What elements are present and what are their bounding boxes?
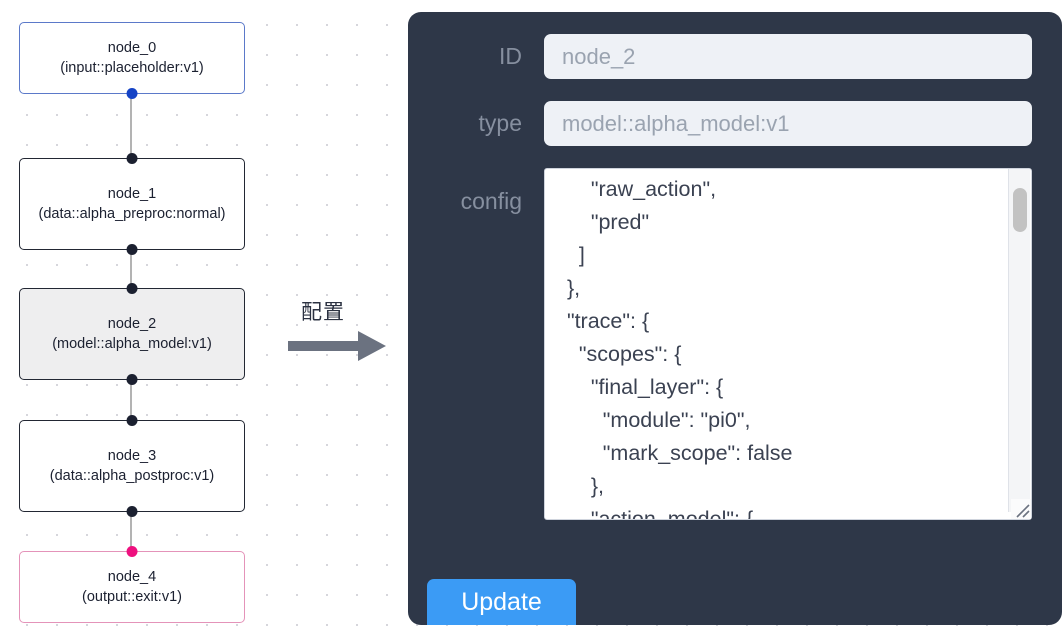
- field-row-config: config "raw_action", "pred" ] }, "trace"…: [408, 168, 1062, 520]
- node-handle-source[interactable]: [126, 506, 138, 517]
- node-title: node_1: [107, 186, 157, 202]
- graph-node-node_3[interactable]: node_3 (data::alpha_postproc:v1): [19, 415, 245, 517]
- edge-node1-node2: [130, 250, 132, 288]
- node-title: node_4: [107, 569, 157, 585]
- node-subtitle: (output::exit:v1): [82, 589, 182, 605]
- edge-node2-node3: [130, 379, 132, 419]
- node-config-panel: ID type config "raw_action", "pred" ] },…: [408, 12, 1062, 625]
- node-title: node_2: [107, 316, 157, 332]
- graph-node-node_1[interactable]: node_1 (data::alpha_preproc:normal): [19, 153, 245, 255]
- right-arrow-icon: [288, 329, 388, 368]
- field-row-id: ID: [408, 34, 1062, 79]
- edge-node3-node4: [130, 513, 132, 551]
- config-scrollbar[interactable]: [1008, 169, 1030, 512]
- graph-node-node_2[interactable]: node_2 (model::alpha_model:v1): [19, 283, 245, 385]
- update-button[interactable]: Update: [427, 579, 576, 625]
- node-subtitle: (model::alpha_model:v1): [52, 336, 212, 352]
- graph-node-node_0[interactable]: node_0 (input::placeholder:v1): [19, 22, 245, 99]
- field-row-type: type: [408, 101, 1062, 146]
- node-title: node_0: [107, 40, 157, 56]
- node-graph[interactable]: node_0 (input::placeholder:v1) node_1 (d…: [0, 0, 400, 643]
- node-handle-target[interactable]: [126, 283, 138, 294]
- graph-node-node_4[interactable]: node_4 (output::exit:v1): [19, 546, 245, 623]
- node-title: node_3: [107, 448, 157, 464]
- type-field-label: type: [478, 110, 522, 136]
- config-field-label: config: [460, 188, 522, 214]
- config-textarea-wrap: "raw_action", "pred" ] }, "trace": { "sc…: [544, 168, 1032, 520]
- node-subtitle: (input::placeholder:v1): [60, 60, 204, 76]
- node-handle-source[interactable]: [126, 88, 138, 99]
- type-input[interactable]: [544, 101, 1032, 146]
- node-subtitle: (data::alpha_preproc:normal): [38, 206, 226, 222]
- node-handle-source[interactable]: [126, 244, 138, 255]
- config-textarea[interactable]: "raw_action", "pred" ] }, "trace": { "sc…: [544, 168, 1032, 520]
- node-handle-target[interactable]: [126, 415, 138, 426]
- config-scrollbar-thumb[interactable]: [1013, 188, 1027, 232]
- resize-grip-icon[interactable]: [1011, 499, 1031, 519]
- id-field-label: ID: [499, 43, 522, 69]
- node-handle-target[interactable]: [126, 153, 138, 164]
- edge-node0-node1: [130, 89, 132, 159]
- node-handle-target[interactable]: [126, 546, 138, 557]
- node-subtitle: (data::alpha_postproc:v1): [49, 468, 215, 484]
- transition-annotation: 配置: [288, 296, 396, 366]
- transition-label: 配置: [301, 300, 345, 324]
- node-handle-source[interactable]: [126, 374, 138, 385]
- id-input[interactable]: [544, 34, 1032, 79]
